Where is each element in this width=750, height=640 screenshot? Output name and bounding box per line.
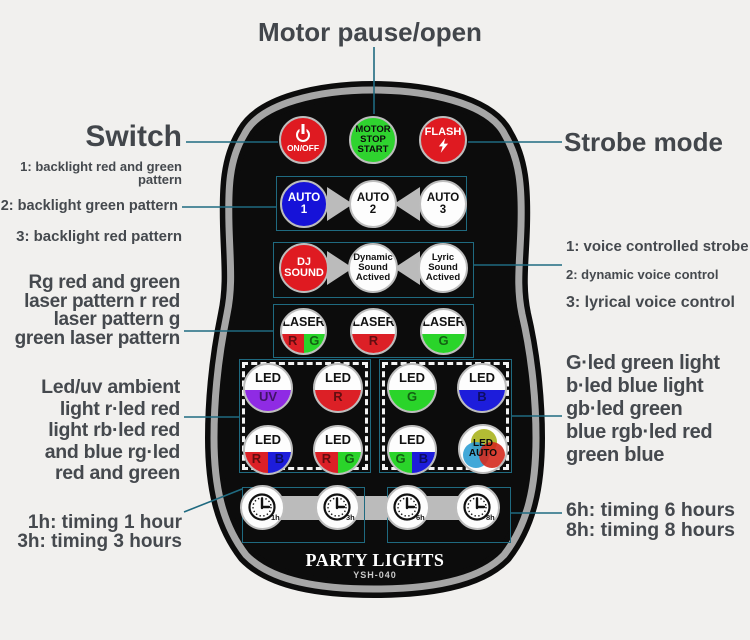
laser-label: LASER bbox=[282, 314, 325, 329]
led-uv-button: LED UV bbox=[243, 363, 293, 413]
led-rb-button: LED R B bbox=[243, 425, 293, 475]
dj-sound-button: DJ SOUND bbox=[279, 243, 329, 293]
sound-arrow-left-icon bbox=[394, 251, 420, 285]
led-auto-label: LED AUTO bbox=[468, 438, 498, 459]
note-backlight-2: 2: backlight green pattern bbox=[0, 198, 178, 214]
segment-green: G bbox=[422, 333, 465, 353]
led-right-group-box bbox=[379, 359, 512, 473]
led-left-dashed-border bbox=[242, 362, 368, 470]
lyric-sound-button: Lyric Sound Actived bbox=[418, 243, 468, 293]
laser-label: LASER bbox=[352, 314, 395, 329]
led-gb-button: LED G B bbox=[387, 425, 437, 475]
note-voice-1: 1: voice controlled strobe bbox=[566, 238, 749, 255]
model-number: YSH-040 bbox=[353, 570, 397, 580]
led-left-group-box bbox=[239, 359, 371, 473]
led-r-segments: R bbox=[315, 390, 361, 411]
led-label: LED bbox=[325, 370, 351, 386]
timer-connector-band bbox=[263, 496, 479, 520]
led-label: LED bbox=[469, 370, 495, 386]
note-led-colors: G·led green light b·led blue light gb·le… bbox=[566, 352, 720, 466]
timer-3h-button: 3h bbox=[315, 485, 360, 530]
svg-text:3h: 3h bbox=[346, 513, 355, 522]
led-rg-button: LED R G bbox=[313, 425, 363, 475]
timer-6h-button: 6h bbox=[385, 485, 430, 530]
laser-label: LASER bbox=[422, 314, 465, 329]
note-led-ambient: Led/uv ambient light r·led red light rb·… bbox=[41, 376, 180, 484]
laser-r-button: LASER R bbox=[350, 308, 397, 355]
led-label: LED bbox=[399, 432, 425, 448]
segment-red: R bbox=[315, 390, 361, 411]
motor-button: MOTOR STOP START bbox=[349, 116, 397, 164]
timer-1h-button: 1h bbox=[240, 485, 285, 530]
laser-g-button: LASER G bbox=[420, 308, 467, 355]
led-label: LED bbox=[399, 370, 425, 386]
sound-group-box bbox=[273, 242, 474, 298]
svg-text:1h: 1h bbox=[271, 513, 280, 522]
remote-silver-ring bbox=[210, 86, 540, 593]
switch-heading: Switch bbox=[85, 120, 182, 153]
line-timer-left bbox=[183, 488, 243, 513]
note-laser-patterns: Rg red and green laser pattern r red las… bbox=[14, 272, 181, 349]
sound-arrow-right-icon bbox=[327, 251, 353, 285]
dynamic-sound-button: Dynamic Sound Actived bbox=[348, 243, 398, 293]
power-button: ON/OFF bbox=[279, 116, 327, 164]
note-timers-right: 6h: timing 6 hours 8h: timing 8 hours bbox=[566, 499, 736, 541]
led-label: LED bbox=[255, 432, 281, 448]
auto-1-button: AUTO 1 bbox=[280, 180, 328, 228]
clock-icon: 1h bbox=[248, 493, 280, 522]
red-blob-icon bbox=[479, 442, 505, 468]
led-auto-button: LED AUTO bbox=[458, 424, 508, 474]
led-label: LED bbox=[325, 432, 351, 448]
led-r-button: LED R bbox=[313, 363, 363, 413]
note-timers-left: 1h: timing 1 hour 3h: timing 3 hours bbox=[17, 512, 182, 552]
strobe-heading: Strobe mode bbox=[564, 127, 723, 157]
flash-button: FLASH bbox=[419, 116, 467, 164]
segment-uv: UV bbox=[245, 390, 291, 411]
note-voice-2: 2: dynamic voice control bbox=[566, 267, 719, 282]
led-g-segments: G bbox=[389, 390, 435, 411]
power-label: ON/OFF bbox=[286, 143, 320, 153]
laser-g-segments: G bbox=[422, 333, 465, 353]
laser-group-box bbox=[273, 304, 474, 358]
lightning-icon bbox=[438, 138, 448, 153]
flash-label: FLASH bbox=[424, 126, 462, 138]
auto-arrow-right-icon bbox=[327, 187, 353, 221]
segment-blue: B bbox=[459, 390, 505, 411]
clock-icon: 3h bbox=[323, 493, 355, 522]
laser-rg-button: LASER R G bbox=[280, 308, 327, 355]
svg-text:8h: 8h bbox=[486, 513, 495, 522]
led-right-dashed-border bbox=[382, 362, 509, 470]
segment-green: G bbox=[389, 390, 435, 411]
brand-name: PARTY LIGHTS bbox=[305, 550, 445, 570]
clock-icon: 8h bbox=[463, 493, 495, 522]
power-icon bbox=[295, 127, 311, 142]
auto-3-button: AUTO 3 bbox=[419, 180, 467, 228]
timer-8h-button: 8h bbox=[455, 485, 500, 530]
note-backlight-1: 1: backlight red and green pattern bbox=[20, 159, 182, 187]
led-label: LED bbox=[255, 370, 281, 386]
led-g-button: LED G bbox=[387, 363, 437, 413]
led-b-segments: B bbox=[459, 390, 505, 411]
segment-red: R bbox=[352, 333, 395, 353]
note-voice-3: 3: lyrical voice control bbox=[566, 294, 735, 311]
note-backlight-3: 3: backlight red pattern bbox=[16, 228, 182, 245]
led-b-button: LED B bbox=[457, 363, 507, 413]
svg-text:6h: 6h bbox=[416, 513, 425, 522]
auto-2-button: AUTO 2 bbox=[349, 180, 397, 228]
auto-arrow-left-icon bbox=[394, 187, 420, 221]
laser-r-segments: R bbox=[352, 333, 395, 353]
led-uv-segments: UV bbox=[245, 390, 291, 411]
motor-heading: Motor pause/open bbox=[258, 17, 482, 47]
clock-icon: 6h bbox=[393, 493, 425, 522]
